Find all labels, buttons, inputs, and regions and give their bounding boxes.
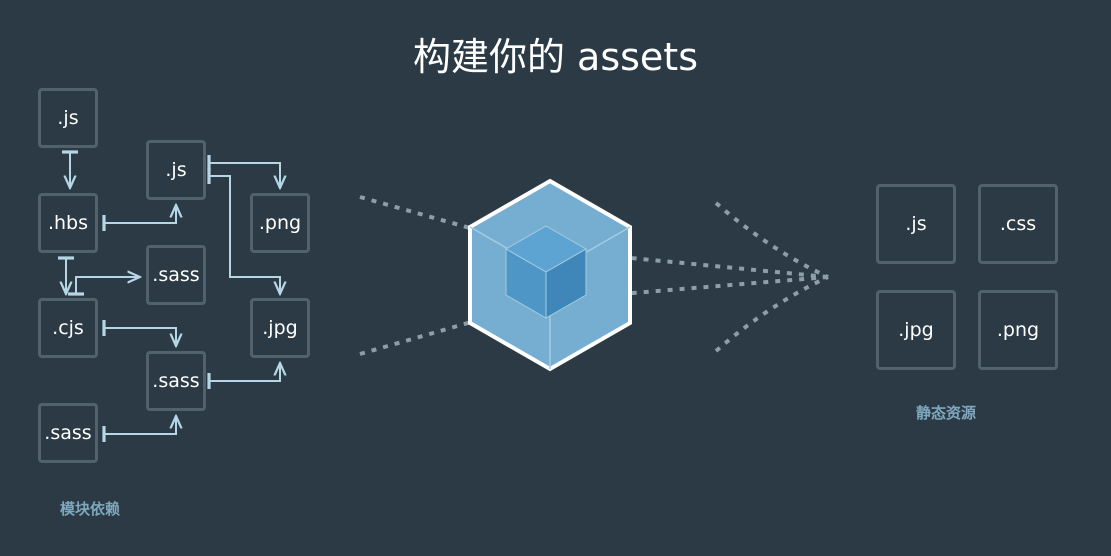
page-title: 构建你的 assets xyxy=(412,35,699,79)
arrow-cjs-to-sass xyxy=(76,277,140,294)
module-node-hbs: .hbs xyxy=(38,193,98,253)
module-node-js: .js xyxy=(38,88,98,148)
arrow-cjs-to-sass-mid xyxy=(104,328,176,346)
module-node-js-middle: .js xyxy=(146,140,206,200)
arrow-sass-to-sass xyxy=(104,416,176,434)
arrow-hbs-to-js xyxy=(104,205,176,223)
webpack-cube-icon xyxy=(468,178,632,372)
asset-node-jpg: .jpg xyxy=(876,290,956,370)
arrow-js-to-jpg xyxy=(209,176,280,294)
modules-caption: 模块依赖 xyxy=(60,500,121,518)
output-arc-top xyxy=(714,201,829,279)
arrow-sass-to-jpg xyxy=(209,363,280,381)
asset-node-css: .css xyxy=(978,184,1058,264)
output-arc-bottom xyxy=(714,275,829,353)
funnel-line-top xyxy=(359,195,549,252)
funnel-line-bottom xyxy=(359,298,549,356)
module-node-sass-middle: .sass xyxy=(146,351,206,411)
module-node-jpg: .jpg xyxy=(250,298,310,358)
asset-node-js: .js xyxy=(876,184,956,264)
module-node-cjs: .cjs xyxy=(38,298,98,358)
assets-caption: 静态资源 xyxy=(916,404,977,422)
module-node-png: .png xyxy=(250,193,310,253)
module-node-sass-top: .sass xyxy=(146,245,206,305)
module-node-sass-bottom: .sass xyxy=(38,403,98,463)
asset-node-png: .png xyxy=(978,290,1058,370)
